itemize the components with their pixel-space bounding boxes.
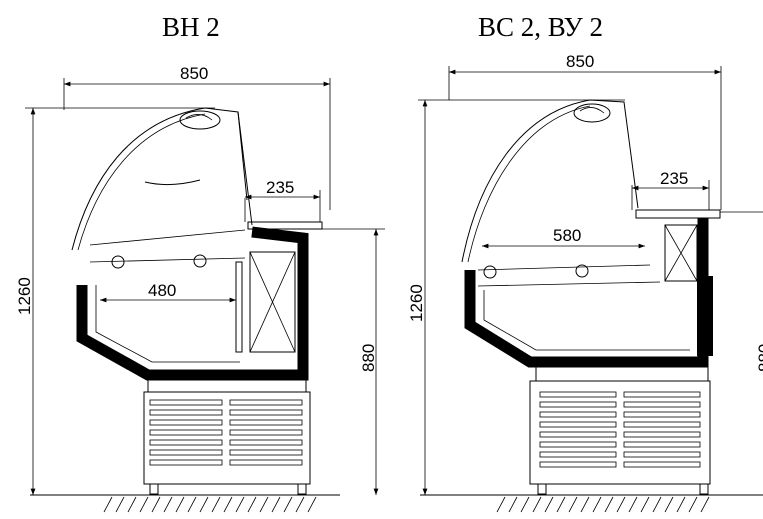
left-depth-dim: 480	[148, 281, 176, 300]
left-shelf-dim: 235	[266, 178, 294, 197]
left-height-dim: 1260	[15, 277, 34, 315]
right-counter-dim: 880	[755, 344, 763, 372]
right-unit-drawing: 850 1260 880 235	[407, 52, 763, 513]
right-depth-dim: 580	[553, 226, 581, 245]
left-unit-title: ВН 2	[162, 12, 220, 42]
left-width-dim: 850	[180, 64, 208, 83]
left-counter-dim: 880	[359, 344, 378, 372]
right-height-dim: 1260	[407, 284, 426, 322]
right-shelf-dim: 235	[660, 169, 688, 188]
left-unit-drawing: 850 1260 880	[15, 64, 385, 513]
right-unit-title: ВС 2, ВУ 2	[478, 12, 603, 42]
right-width-dim: 850	[566, 52, 594, 71]
